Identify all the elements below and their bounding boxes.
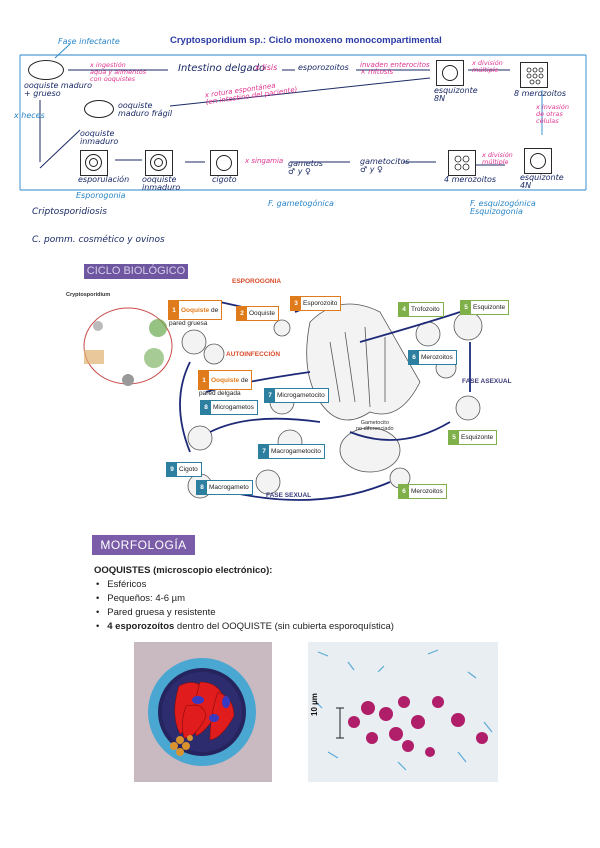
note-x-heces: x heces: [14, 111, 45, 120]
note-merozoitos-8: 8 merozoitos: [514, 89, 567, 98]
label-fase-asexual: FASE ASEXUAL: [462, 378, 512, 385]
note-esporulacion: esporulación: [78, 175, 130, 184]
ooquiste-grueso-icon: [28, 60, 64, 80]
esquizonte-4n-box: [524, 148, 552, 174]
note-fase-infectante: Fase infectante: [58, 37, 120, 46]
label-esporogonia: ESPOROGONIA: [232, 278, 282, 285]
notes-arrows: [19, 43, 587, 191]
note-merozoitos-4: 4 merozoitos: [444, 175, 497, 184]
label-gametocito: Gametocito no diferenciado: [356, 420, 394, 432]
ooquiste-inmaduro-box: [145, 150, 173, 176]
note-c-pomm: C. pomm. cosmético y ovinos: [32, 235, 165, 245]
ciclo-biologico-header: CICLO BIOLÓGICO: [84, 264, 188, 279]
note-esquizonte-8n: esquizonte 8N: [434, 86, 478, 104]
note-invaden: invaden enterocitos × mitosis: [360, 61, 430, 77]
note-ooquiste-inmaduro-1: ooquiste inmaduro: [80, 129, 119, 147]
note-f-esquizogonica: F. esquizogónica Esquizogonia: [470, 199, 536, 217]
note-ooquiste-maduro-fragil: ooquiste maduro frágil: [118, 101, 173, 119]
note-gametos: gametos ♂ y ♀: [288, 159, 323, 177]
note-x-lisis: x lisis: [255, 63, 278, 72]
note-x-singamia: x singamia: [245, 157, 284, 165]
scale-label: 10 µm: [310, 693, 319, 716]
note-x-invasion: x invasión de otras células: [536, 103, 569, 125]
merozoitos-8-box: [520, 62, 548, 88]
merozoitos-4-box: [448, 150, 476, 176]
microscopy-drawing: [315, 649, 493, 771]
note-f-gametogonica: F. gametogónica: [268, 199, 334, 208]
mini-cycle-inset: Cryptosporidium: [66, 292, 178, 392]
mini-cycle-drawing: [83, 307, 173, 386]
morfologia-subtitle: OOQUISTES (microscopio electrónico):: [94, 565, 273, 576]
notes-title: Cryptosporidium sp.: Ciclo monoxeno mono…: [170, 35, 442, 46]
note-ooquiste-maduro-grueso: ooquiste maduro + grueso: [24, 81, 92, 99]
note-x-division-multiple-1: x división múltiple: [472, 59, 503, 74]
ooquiste-esporulado-box: [80, 150, 108, 176]
bullet-pared: • Pared gruesa y resistente: [96, 607, 216, 618]
ooquiste-fragil-icon: [84, 100, 114, 118]
note-intestino-delgado: Intestino delgado: [178, 63, 266, 74]
morfologia-header: MORFOLOGÍA: [92, 535, 195, 555]
cigoto-box: [210, 150, 238, 176]
label-fase-sexual: FASE SEXUAL: [266, 492, 312, 499]
note-esporogonia: Esporogonia: [76, 191, 126, 200]
note-gametocitos: gametocitos ♂ y ♀: [360, 157, 410, 175]
microscopy-image: 10 µm: [308, 642, 498, 782]
bullet-esfericos: • Esféricos: [96, 579, 147, 590]
note-criptosporidiosis: Criptosporidiosis: [32, 207, 107, 217]
ooquiste-em-image: [134, 642, 272, 782]
mini-title: Cryptosporidium: [66, 292, 111, 298]
bullet-esporozoitos: • 4 esporozoítos dentro del OOQUISTE (si…: [96, 621, 394, 632]
note-cigoto: cigoto: [212, 175, 237, 184]
note-x-division-multiple-2: x división múltiple: [482, 151, 513, 166]
note-x-ingestion: x ingestión aqua y alimentos con ooquist…: [90, 61, 147, 83]
note-esquizonte-4n: esquizonte 4N: [520, 173, 564, 191]
label-autoinfeccion: AUTOINFECCIÓN: [226, 351, 281, 358]
note-esporozoitos: esporozoitos: [298, 63, 349, 72]
bullet-pequenos: • Pequeños: 4-6 µm: [96, 593, 186, 604]
esquizonte-8n-box: [436, 60, 464, 86]
note-ooquiste-inmaduro-2: ooquiste inmaduro: [142, 175, 181, 193]
